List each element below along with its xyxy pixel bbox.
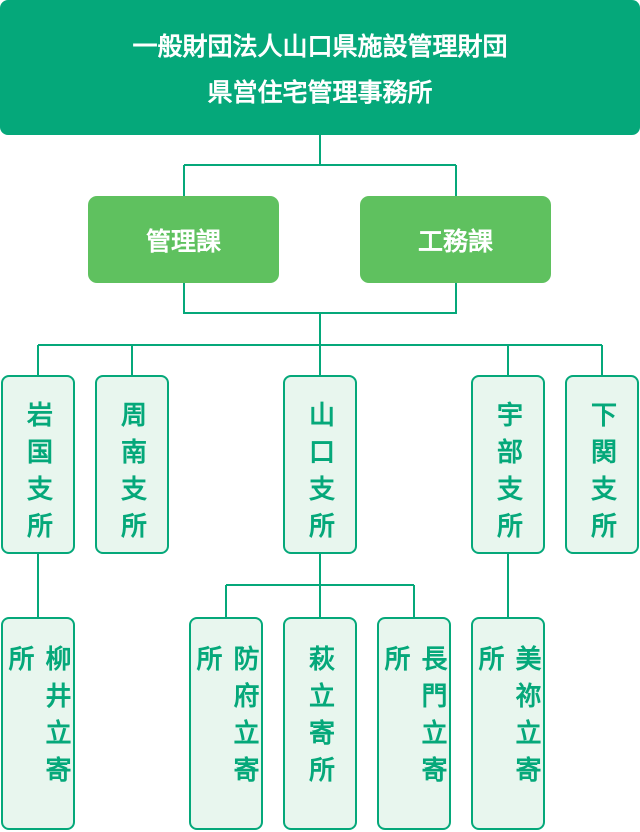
office-name: 県営住宅管理事務所 — [207, 77, 433, 107]
organization-name: 一般財団法人山口県施設管理財団 — [132, 31, 508, 61]
organization-header: 一般財団法人山口県施設管理財団 県営住宅管理事務所 — [0, 0, 640, 135]
sub-office-hagi: 萩立寄所 — [283, 617, 357, 830]
sub-office-hofu: 防府立寄所 — [189, 617, 263, 830]
branch-shimonoseki: 下関支所 — [565, 375, 639, 554]
sub-office-label: 長門立寄所 — [380, 645, 447, 793]
sub-office-yanai: 柳井立寄所 — [1, 617, 75, 830]
branch-label: 宇部支所 — [492, 401, 523, 549]
branch-label: 岩国支所 — [22, 401, 53, 549]
sub-office-label: 萩立寄所 — [304, 645, 335, 793]
branch-ube: 宇部支所 — [471, 375, 545, 554]
section-label: 工務課 — [417, 226, 493, 256]
branch-shunan: 周南支所 — [95, 375, 169, 554]
sub-office-mine: 美祢立寄所 — [471, 617, 545, 830]
sub-office-label: 柳井立寄所 — [4, 645, 71, 793]
section-koumu: 工務課 — [360, 196, 551, 283]
sub-office-label: 防府立寄所 — [192, 645, 259, 793]
sub-office-label: 美祢立寄所 — [474, 645, 541, 793]
section-kanri: 管理課 — [88, 196, 279, 283]
branch-yamaguchi: 山口支所 — [283, 375, 357, 554]
branch-label: 周南支所 — [116, 401, 147, 549]
branch-iwakuni: 岩国支所 — [1, 375, 75, 554]
section-label: 管理課 — [145, 226, 221, 256]
branch-label: 下関支所 — [586, 401, 617, 549]
sub-office-nagato: 長門立寄所 — [377, 617, 451, 830]
branch-label: 山口支所 — [304, 401, 335, 549]
